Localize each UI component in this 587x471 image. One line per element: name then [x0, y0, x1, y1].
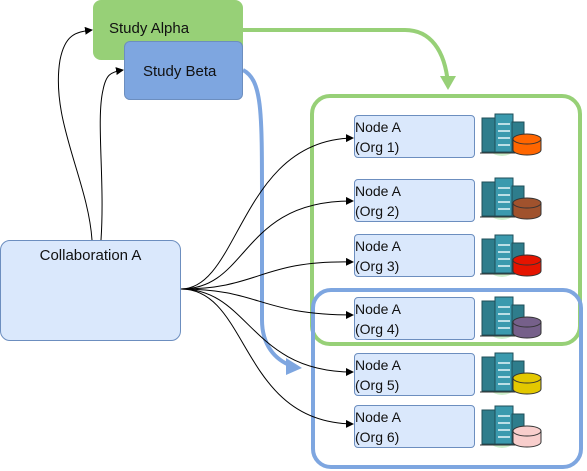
node-label: Node A: [355, 409, 401, 425]
node-box[interactable]: Node A (Org 5): [354, 353, 475, 396]
node-org: (Org 4): [355, 321, 400, 337]
node-label: Node A: [355, 119, 401, 135]
node-org: (Org 5): [355, 377, 400, 393]
node-box[interactable]: Node A (Org 1): [354, 115, 475, 158]
study-alpha-label: Study Alpha: [109, 20, 190, 37]
node-org: (Org 2): [355, 203, 400, 219]
node-org: (Org 6): [355, 429, 400, 445]
server-database-icon: [480, 352, 542, 395]
node-label: Node A: [355, 238, 401, 254]
server-database-icon: [480, 234, 542, 277]
study-beta-label: Study Beta: [143, 63, 217, 80]
server-database-icon: [480, 405, 542, 448]
link-beta-group: [241, 68, 293, 368]
collaboration-title: Collaboration A: [39, 247, 142, 264]
node-box[interactable]: Node A (Org 6): [354, 405, 475, 448]
study-beta-box[interactable]: Study Beta: [124, 41, 243, 100]
study-beta-group: [311, 288, 583, 469]
server-database-icon: [480, 296, 542, 339]
node-label: Node A: [355, 183, 401, 199]
node-box[interactable]: Node A (Org 4): [354, 297, 475, 340]
server-database-icon: [480, 113, 542, 156]
collaboration-box[interactable]: Collaboration A: [0, 240, 181, 341]
node-box[interactable]: Node A (Org 3): [354, 234, 475, 277]
node-org: (Org 1): [355, 139, 400, 155]
link-collab-beta: [99, 67, 124, 241]
node-label: Node A: [355, 301, 401, 317]
node-box[interactable]: Node A (Org 2): [354, 179, 475, 222]
link-collab-alpha: [57, 26, 93, 241]
study-alpha-group: [310, 94, 582, 346]
link-alpha-group: [243, 28, 450, 85]
server-database-icon: [480, 177, 542, 220]
node-label: Node A: [355, 357, 401, 373]
node-org: (Org 3): [355, 258, 400, 274]
